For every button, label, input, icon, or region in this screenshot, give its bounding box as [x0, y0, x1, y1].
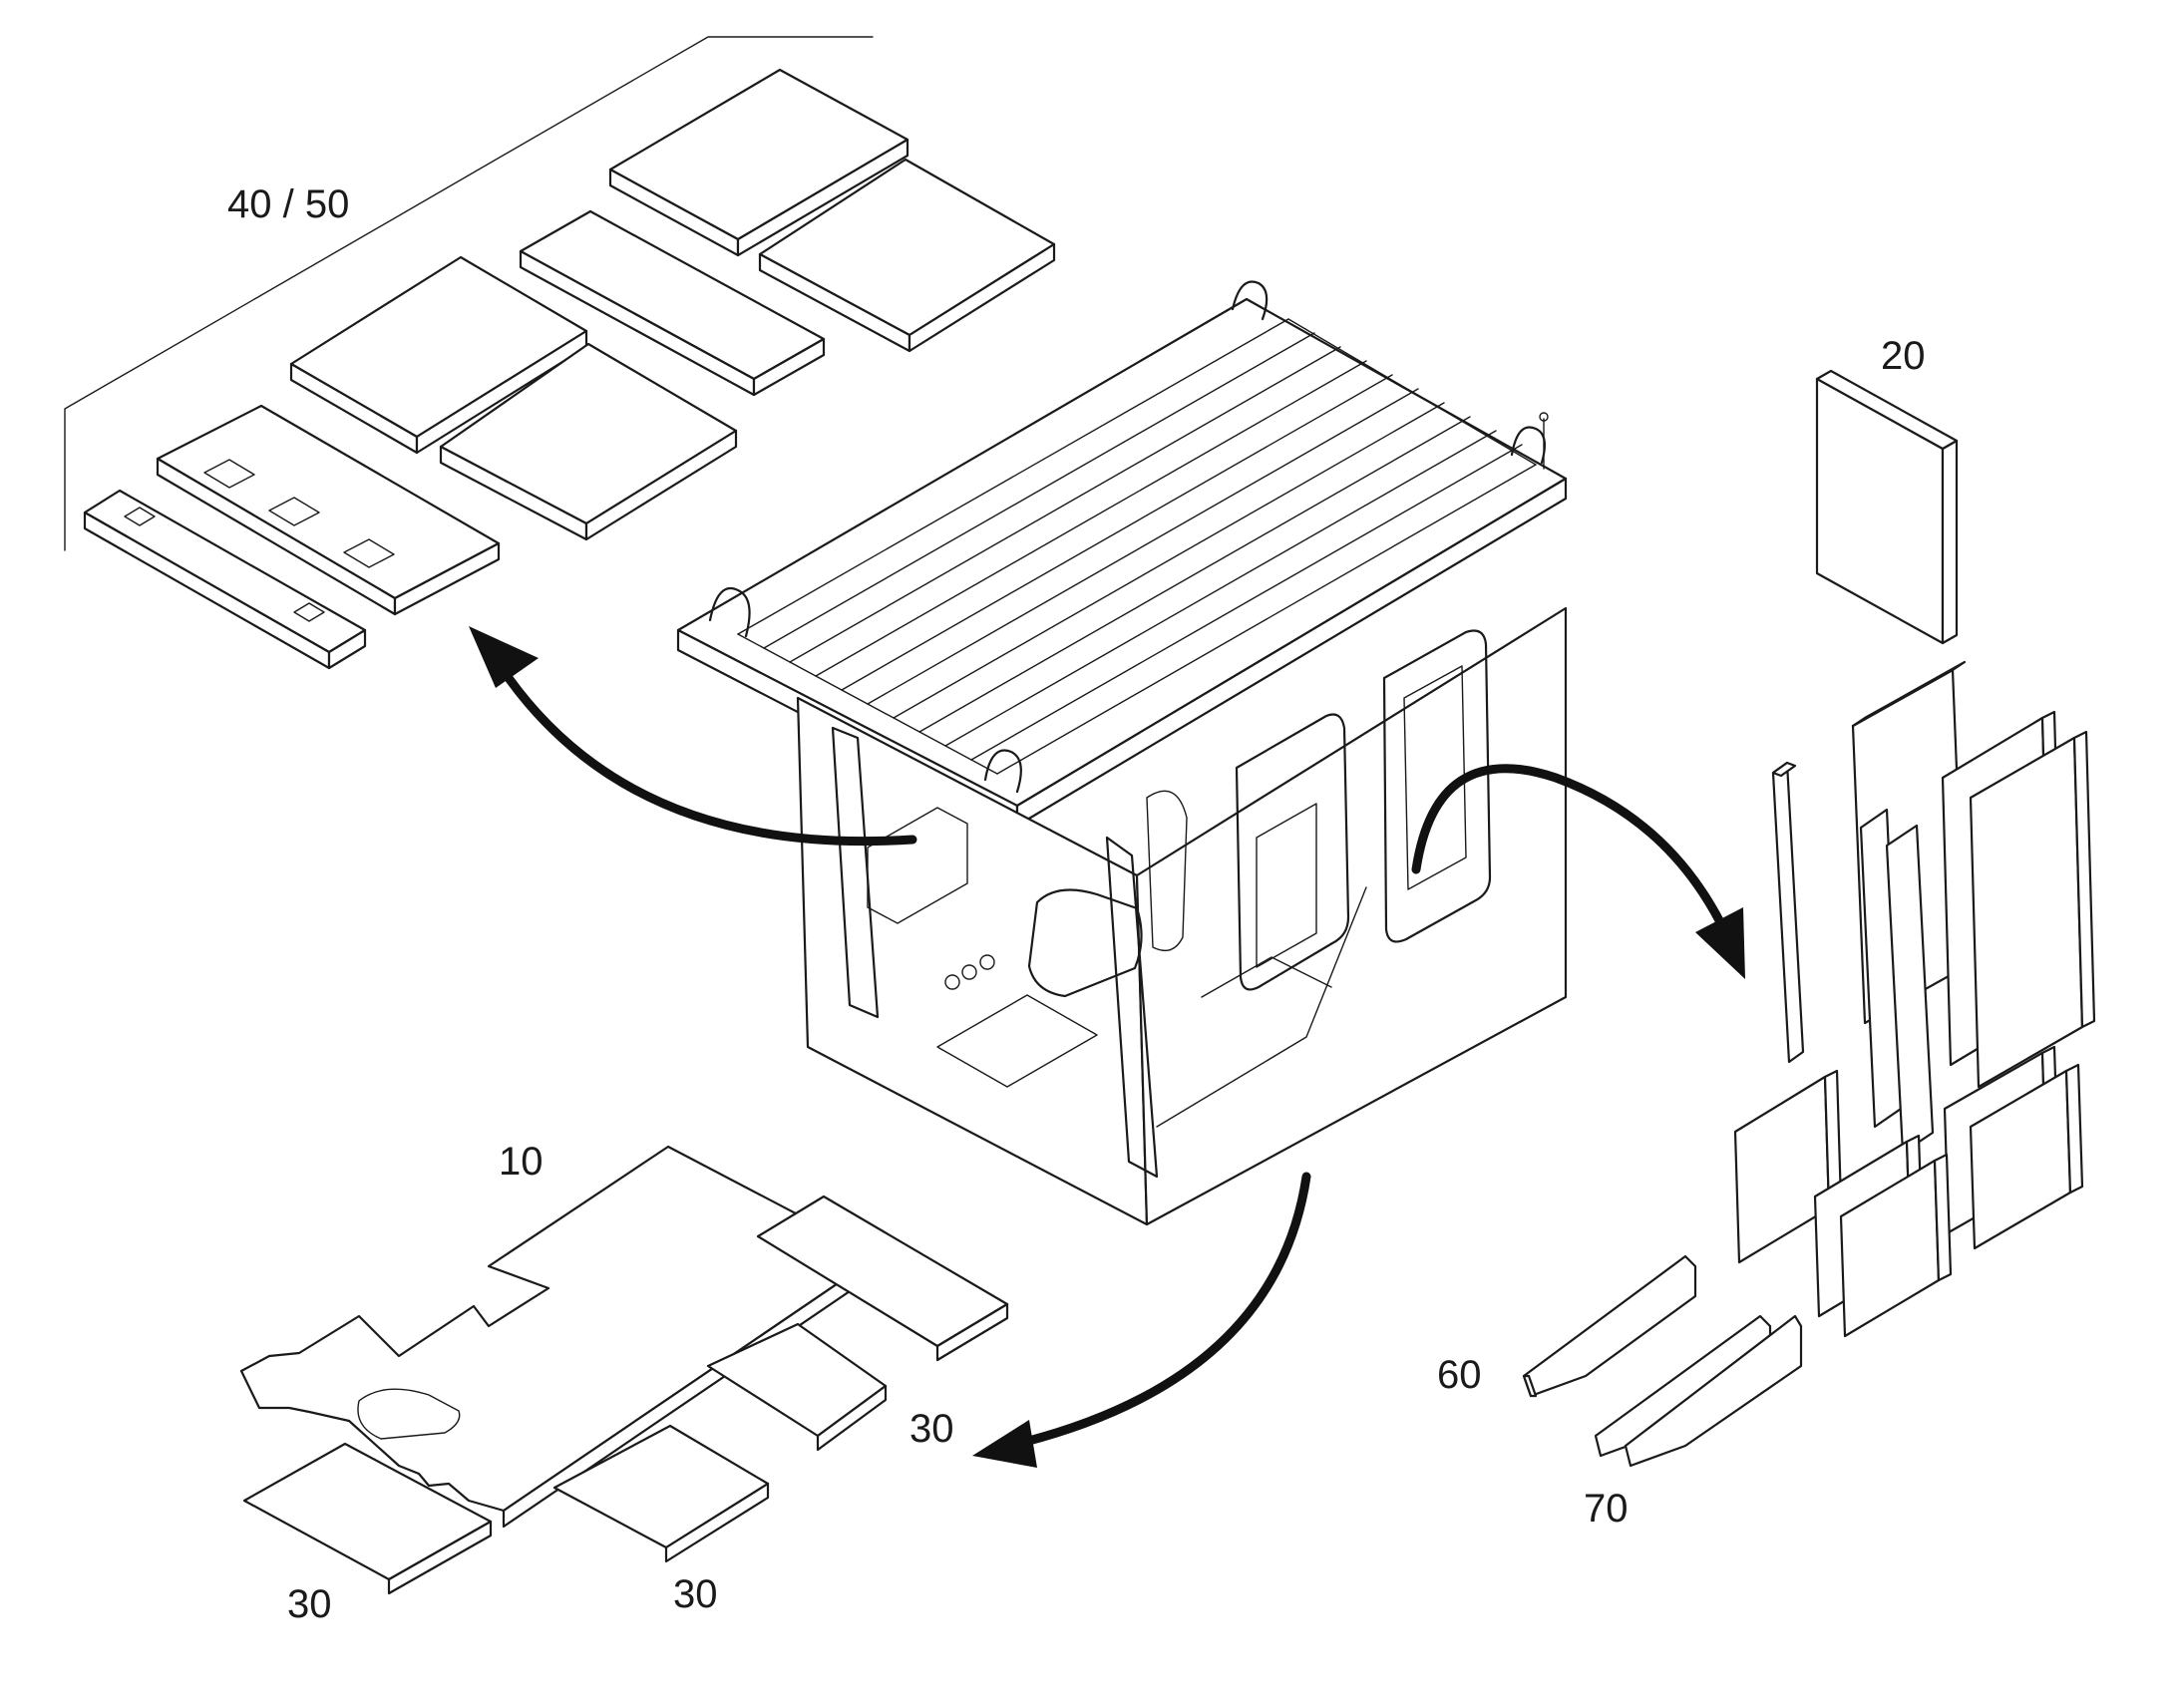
floor-side-panel: [552, 1424, 770, 1563]
roof-panel-slotted: [83, 489, 367, 670]
side-wall-panel: [1969, 730, 2096, 1089]
roof-panel-slotted: [156, 404, 501, 616]
arrow-to-floor-panels: [972, 1172, 1311, 1468]
roof-panel: [608, 68, 909, 257]
lifting-eye: [1510, 426, 1547, 465]
lifting-eye: [1231, 280, 1269, 321]
cabin: [676, 280, 1568, 1226]
wedge-panel-front: [1522, 1254, 1697, 1398]
label-floor-side-right: 30: [909, 1407, 954, 1451]
side-wall-panel: [1771, 761, 1805, 1064]
operator-seat: [1027, 888, 1143, 998]
lifting-eye: [983, 749, 1022, 794]
arrow-to-roof-panels: [469, 626, 917, 847]
side-wall-panel: [1885, 824, 1935, 1155]
roof-group-bracket-line: [64, 36, 874, 551]
cabin-roof-slats: [737, 318, 1537, 775]
cabin-side-window: [1235, 713, 1350, 991]
arrow-to-side-panels: [1411, 764, 1745, 979]
side-wall-panel: [1839, 1153, 1953, 1338]
roof-panel-group: [64, 36, 1056, 670]
cabin-door-window: [1382, 629, 1492, 943]
floor-side-panel: [706, 1322, 888, 1452]
floor-side-panel: [756, 1195, 1009, 1362]
label-wedge-rear: 70: [1584, 1487, 1629, 1531]
side-wall-panel-group: [1733, 660, 2096, 1338]
roof-panel: [758, 158, 1056, 353]
side-wall-panel: [1969, 1063, 2084, 1250]
label-wedge-front: 60: [1437, 1353, 1482, 1397]
wedge-panel-rear: [1624, 1314, 1803, 1468]
roof-panel: [439, 342, 738, 541]
label-floor-side-left: 30: [287, 1582, 332, 1626]
cabin-frame-pillar: [1105, 836, 1159, 1179]
lifting-eye: [708, 587, 751, 638]
label-floor-side-bottom: 30: [673, 1572, 718, 1616]
label-floor-panel: 10: [499, 1140, 544, 1184]
label-rear-panel: 20: [1881, 334, 1926, 378]
rear-panel: [1815, 369, 1959, 645]
floor-side-panel: [242, 1442, 493, 1595]
cabin-right-wall: [1135, 606, 1568, 1226]
label-roof-panels: 40 / 50: [227, 182, 349, 226]
roof-panel: [519, 209, 826, 397]
side-wall-panel: [1733, 1069, 1843, 1264]
